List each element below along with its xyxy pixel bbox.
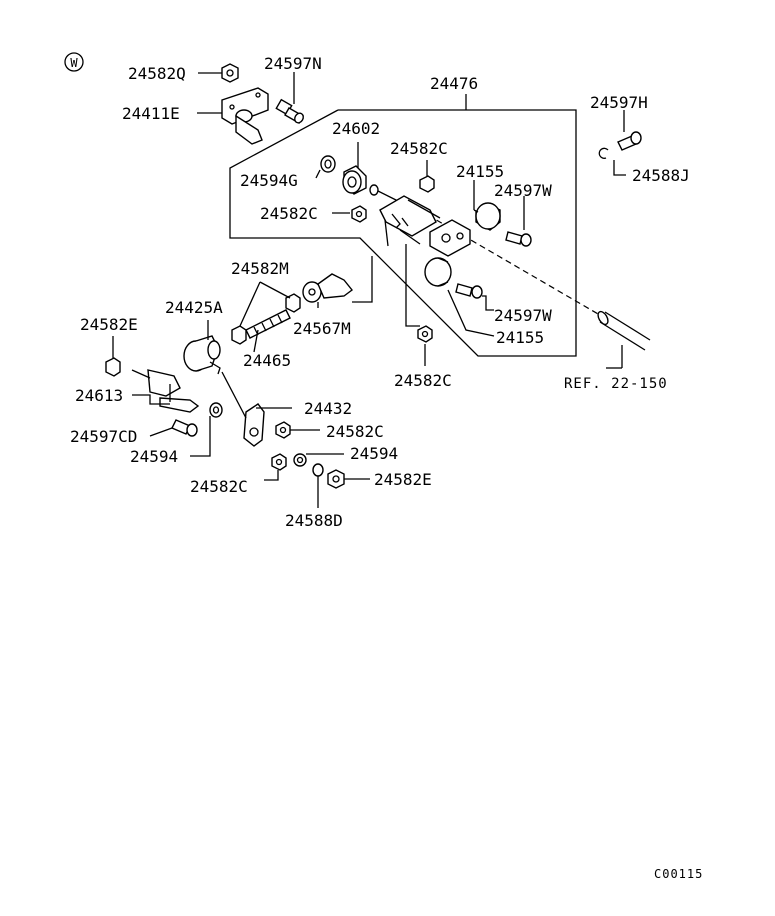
nut-24582C-mid-icon — [417, 325, 433, 343]
label-24465: 24465 — [243, 351, 291, 370]
label-24602: 24602 — [332, 119, 380, 138]
label-24582C-top: 24582C — [390, 139, 448, 158]
nut-24582C-bottom-icon — [271, 453, 287, 471]
label-24425A: 24425A — [165, 298, 223, 317]
collar-24594G-icon — [320, 155, 336, 173]
label-24597CD: 24597CD — [70, 427, 137, 446]
nut-24582C-top-icon — [419, 175, 435, 193]
label-24582E-left: 24582E — [80, 315, 138, 334]
label-24594G: 24594G — [240, 171, 298, 190]
label-24597W-bottom: 24597W — [494, 306, 552, 325]
label-24582C-mid: 24582C — [394, 371, 452, 390]
joint-assembly-icon — [429, 219, 471, 257]
bolt-24597W-top-icon — [505, 231, 532, 247]
label-24613: 24613 — [75, 386, 123, 405]
bushing-24155-bottom-icon — [424, 257, 452, 287]
bush-24602-icon — [342, 165, 367, 195]
label-24582C-left: 24582C — [260, 204, 318, 223]
nut-24582E-right-icon — [327, 469, 345, 489]
label-24582M: 24582M — [231, 259, 289, 278]
reference-note: REF. 22-150 — [564, 376, 668, 392]
label-24432: 24432 — [304, 399, 352, 418]
pulley-24425A-icon — [183, 335, 221, 375]
rod-24465-icon — [245, 309, 291, 339]
drawing-code: C00115 — [654, 867, 703, 881]
label-24582Q: 24582Q — [128, 64, 186, 83]
shift-lever-bracket-icon — [369, 184, 441, 247]
nut-24582C-left-icon — [351, 205, 367, 223]
bolt-24597CD-icon — [171, 419, 198, 437]
label-24597N: 24597N — [264, 54, 322, 73]
label-24588J: 24588J — [632, 166, 690, 185]
label-24594-left: 24594 — [130, 447, 178, 466]
nut-24582C-lower-icon — [275, 421, 291, 439]
washer-24594-left-icon — [209, 402, 223, 418]
washer-24588D-icon — [312, 463, 324, 477]
label-24567M: 24567M — [293, 319, 351, 338]
lever-24613-icon — [131, 369, 200, 413]
label-24476: 24476 — [430, 74, 478, 93]
region-mark-icon: W — [64, 52, 84, 72]
nut-24582Q-icon — [221, 63, 239, 83]
label-24411E: 24411E — [122, 104, 180, 123]
ball-joint-24567M-icon — [302, 273, 353, 303]
assembly-outline — [229, 109, 577, 357]
label-24582E-right: 24582E — [374, 470, 432, 489]
bolt-24597H-icon — [617, 131, 642, 151]
lever-24432-icon — [221, 371, 265, 447]
clip-24588J-icon — [598, 147, 609, 159]
label-24155-top: 24155 — [456, 162, 504, 181]
region-mark-text: W — [70, 56, 78, 70]
label-24582C-bottom: 24582C — [190, 477, 248, 496]
bracket-24411E-icon — [221, 87, 269, 145]
part-labels: 24582Q 24597N 24476 24597H 24411E 24602 … — [70, 54, 690, 530]
label-24594-right: 24594 — [350, 444, 398, 463]
cable — [401, 199, 651, 369]
label-24597W-top: 24597W — [494, 181, 552, 200]
leader-lines — [112, 72, 626, 508]
bushing-24155-top-icon — [475, 202, 501, 231]
label-24597H: 24597H — [590, 93, 648, 112]
nut-24582E-left-icon — [105, 357, 121, 377]
bolt-24597N-icon — [275, 98, 304, 124]
label-24588D: 24588D — [285, 511, 343, 530]
bolt-24597W-bottom-icon — [455, 283, 483, 299]
label-24155-bottom: 24155 — [496, 328, 544, 347]
nut-24582M-icon — [231, 293, 301, 345]
washer-24594-right-icon — [293, 453, 307, 467]
label-24582C-lower: 24582C — [326, 422, 384, 441]
